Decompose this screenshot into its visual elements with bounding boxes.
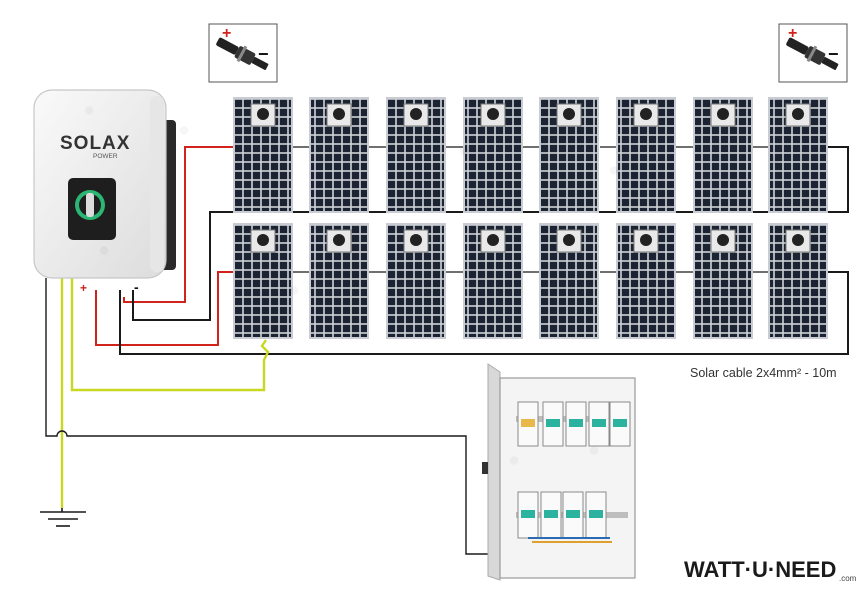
brand-logo-suffix: .com [839, 574, 857, 583]
panel-earth-wire [70, 278, 270, 392]
brand-logo: WATT·U·NEED [684, 557, 837, 582]
distribution-board [482, 363, 636, 581]
bottom-string-negative-wire [119, 271, 849, 355]
solar-panel-array [233, 97, 828, 339]
bottom-string-positive-wire [95, 271, 235, 346]
circuit-breaker-icon [517, 491, 539, 539]
solar-panel [693, 97, 753, 213]
solar-panel [616, 223, 676, 339]
inverter-sub-brand: POWER [93, 153, 118, 160]
inverter-minus-label: - [134, 279, 139, 295]
top-string-positive-wire [123, 146, 235, 303]
inverter-plus-label: + [80, 281, 87, 295]
connector-minus-label: − [828, 44, 839, 64]
top-string-negative-wire [132, 146, 849, 321]
solar-panel [616, 97, 676, 213]
circuit-breaker-icon [565, 401, 587, 447]
solar-panel [233, 223, 293, 339]
solar-panel [768, 97, 828, 213]
solar-panel [539, 223, 599, 339]
circuit-breaker-icon [542, 401, 564, 447]
solar-panel [309, 97, 369, 213]
wiring [45, 146, 849, 555]
connector-icon-left: + − [208, 23, 278, 83]
solar-panel [539, 97, 599, 213]
solar-panel [768, 223, 828, 339]
circuit-breaker-icon [585, 491, 607, 539]
circuit-breaker-icon [588, 401, 610, 447]
inverter-brand: SOLAX [60, 133, 130, 154]
solar-panel [386, 97, 446, 213]
solar-panel [233, 97, 293, 213]
ac-output-wire [45, 278, 530, 555]
circuit-breaker-icon [540, 491, 562, 539]
connector-icon-right: + − [778, 23, 848, 83]
solar-panel [463, 223, 523, 339]
circuit-breaker-icon [609, 401, 631, 447]
solar-panel [693, 223, 753, 339]
inverter: SOLAX POWER + - [33, 89, 176, 295]
cable-spec-caption: Solar cable 2x4mm² - 10m [690, 366, 837, 380]
solar-panel [386, 223, 446, 339]
connector-plus-label: + [788, 25, 797, 42]
circuit-breaker-icon [517, 401, 539, 447]
connector-minus-label: − [258, 44, 269, 64]
solar-panel [463, 97, 523, 213]
circuit-breaker-icon [562, 491, 584, 539]
connector-plus-label: + [222, 25, 231, 42]
ground-symbol [40, 508, 86, 527]
solar-panel [309, 223, 369, 339]
